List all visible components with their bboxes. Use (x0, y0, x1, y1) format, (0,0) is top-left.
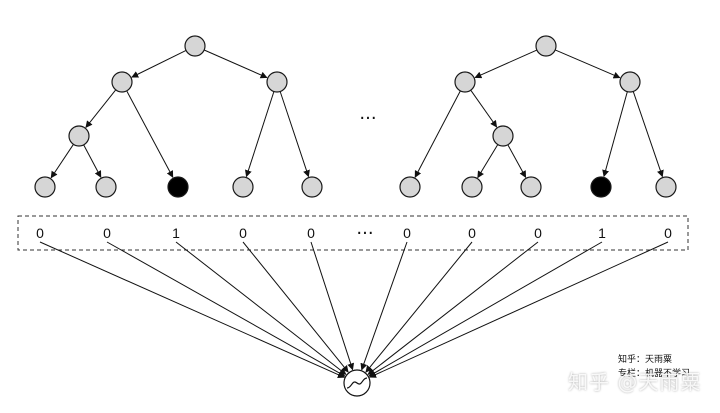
feature-bit: 0 (403, 225, 411, 241)
output-edge (365, 241, 473, 373)
tree-edge (50, 144, 74, 179)
tree-nodes (34, 35, 677, 198)
feature-ellipsis: ··· (356, 223, 373, 244)
output-edge (242, 241, 349, 373)
tree-node (184, 35, 206, 57)
leaf-node (95, 176, 117, 198)
leaf-node (461, 176, 483, 198)
output-edge (368, 241, 603, 377)
leaf-node (655, 176, 677, 198)
sigmoid-icon (346, 377, 368, 389)
output-edge (367, 241, 539, 375)
feature-bit: 0 (36, 225, 44, 241)
tree-edge (85, 89, 117, 128)
feature-bit: 0 (468, 225, 476, 241)
output-edge (106, 241, 346, 377)
leaf-node (520, 176, 542, 198)
credit-author: 知乎：天雨粟 (618, 355, 673, 365)
tree-edge (203, 49, 268, 79)
tree-edge (414, 90, 461, 178)
feature-bit: 0 (103, 225, 111, 241)
tree-node (454, 71, 476, 93)
tree-node (492, 125, 514, 147)
feature-bit: 0 (239, 225, 247, 241)
tree-edge (507, 144, 527, 178)
tree-edge (83, 144, 102, 178)
tree-edge (477, 144, 499, 179)
output-edge (175, 241, 347, 375)
tree-node (68, 125, 90, 147)
tree-edge (470, 89, 498, 128)
feature-bit: 1 (598, 225, 606, 241)
leaf-node (34, 176, 56, 198)
tree-ellipsis: ··· (359, 108, 376, 129)
feature-vector-box (17, 215, 689, 251)
output-edges (39, 241, 669, 378)
tree-node (111, 71, 133, 93)
feature-bit: 1 (172, 225, 180, 241)
leaf-node (399, 176, 421, 198)
tree-edge (131, 49, 187, 78)
tree-edge (126, 90, 174, 178)
feature-bit: 0 (534, 225, 542, 241)
output-edge (360, 241, 408, 371)
tree-edge (279, 91, 310, 178)
tree-node (619, 71, 641, 93)
tree-edge (244, 91, 275, 178)
tree-node (266, 71, 288, 93)
tree-edge (632, 91, 664, 178)
leaf-node (301, 176, 323, 198)
output-edge (39, 241, 345, 378)
credit-column: 专栏：机器不学习 (618, 369, 691, 379)
feature-bit: 0 (664, 225, 672, 241)
watermark: 知乎 @天雨粟 (568, 370, 702, 394)
tree-edge (474, 49, 538, 79)
feature-bits: 0 0 1 0 0 0 0 0 1 0 (36, 225, 672, 241)
leaf-node (232, 176, 254, 198)
tree-edges (50, 49, 664, 179)
output-edge (369, 241, 669, 378)
feature-bit: 0 (307, 225, 315, 241)
active-leaf-node (590, 176, 612, 198)
tree-edge (554, 49, 621, 79)
output-edge (310, 241, 355, 371)
tree-node (535, 35, 557, 57)
active-leaf-node (167, 176, 189, 198)
tree-edge (602, 91, 628, 178)
